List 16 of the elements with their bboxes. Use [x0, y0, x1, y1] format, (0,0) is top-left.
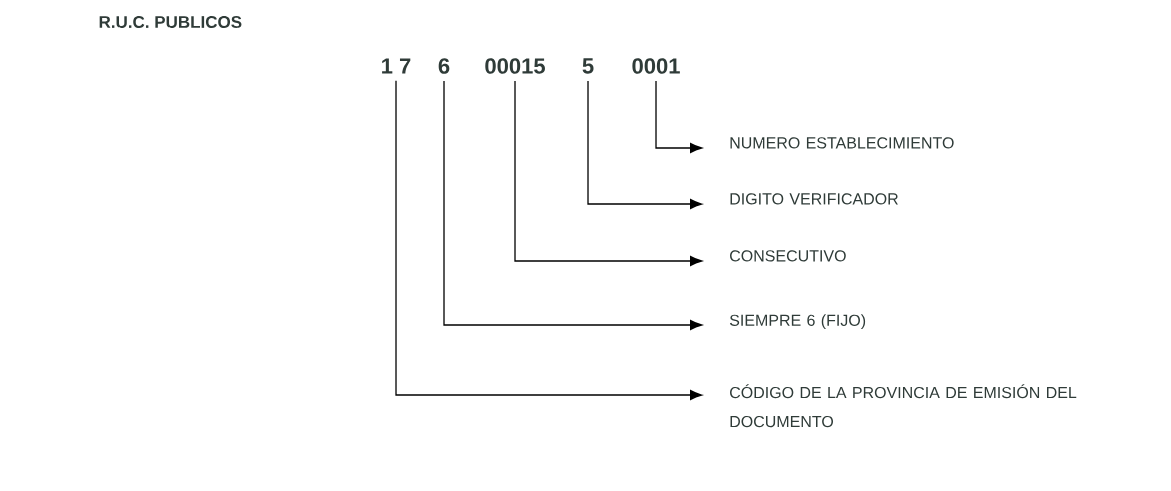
digit-group: 00015	[485, 58, 545, 74]
digit-group: 6	[438, 58, 450, 74]
description-text: CONSECUTIVO	[730, 250, 846, 262]
leader-arrow	[514, 80, 703, 266]
leader-arrow	[443, 80, 703, 330]
leader-arrow	[395, 80, 703, 400]
leader-arrow	[655, 80, 703, 153]
digit-group: 5	[582, 58, 594, 74]
digit-group: 1 7	[382, 58, 411, 74]
description-text: SIEMPRE 6 (FIJO)	[729, 314, 866, 330]
description-text: DIGITO VERIFICADOR	[730, 193, 898, 205]
description-text: CÓDIGO DE LA PROVINCIA DE EMISIÓN DEL DOCUMENTO	[730, 384, 1077, 428]
digit-group: 0001	[632, 58, 680, 74]
description-text: NUMERO ESTABLECIMIENTO	[730, 137, 954, 149]
leader-arrow	[587, 80, 703, 209]
title: R.U.C. PUBLICOS	[99, 16, 242, 29]
